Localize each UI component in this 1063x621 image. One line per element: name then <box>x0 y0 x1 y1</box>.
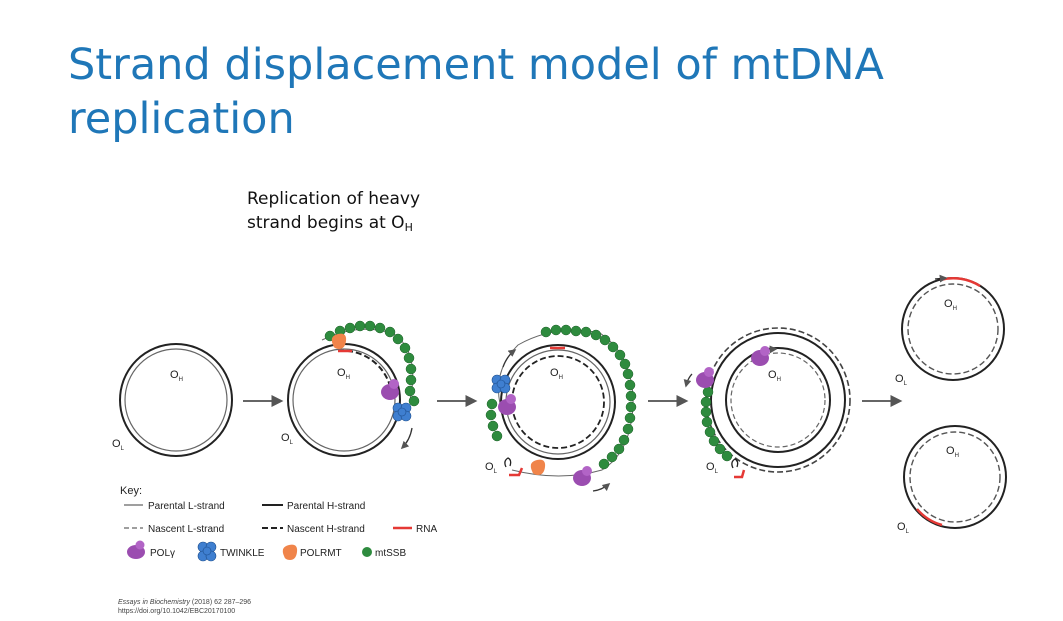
subtitle-line-2: strand begins at OH <box>247 211 420 240</box>
ol-stem-loop <box>731 458 739 469</box>
citation-details: (2018) 62 287–296 <box>189 599 252 606</box>
origin-l-label: OL <box>895 373 908 387</box>
parental-h-circle <box>119 343 233 457</box>
key-label-parental-l: Parental L-strand <box>148 501 225 512</box>
origin-h-label: OH <box>550 367 563 381</box>
mtssb-chain <box>485 324 637 470</box>
citation-doi: https://doi.org/10.1042/EBC20170100 <box>118 608 236 615</box>
nascent-h-strand <box>907 283 999 375</box>
key-label-nascent-h: Nascent H-strand <box>287 524 365 535</box>
nascent-h-outer <box>705 327 851 473</box>
key-swatch-polrmt <box>282 544 298 560</box>
origin-h-label: OH <box>170 369 183 383</box>
origin-h-label: OH <box>337 367 350 381</box>
parental-l-circle <box>292 348 396 452</box>
stage-4: OH OL <box>683 327 851 479</box>
parental-h-circle <box>500 344 616 460</box>
origin-h-label: OH <box>944 298 957 312</box>
origin-l-label: OL <box>485 461 498 475</box>
key-label-polg: POLγ <box>150 548 175 559</box>
citation-journal: Essays in Biochemistry <box>118 599 190 606</box>
stage-3: OH OL <box>485 324 637 492</box>
polg-lobe <box>389 379 399 389</box>
key-label-parental-h: Parental H-strand <box>287 501 365 512</box>
origin-h-label: OH <box>946 445 959 459</box>
stage-5-daughter-top: OH OL <box>895 274 1005 387</box>
mtssb-chain <box>700 386 733 462</box>
direction-arrow <box>683 373 693 388</box>
polg-lobe <box>760 346 770 356</box>
key-label-polrmt: POLRMT <box>300 548 342 559</box>
citation-source: Essays in Biochemistry (2018) 62 287–296 <box>118 598 251 607</box>
parental-h-circle <box>710 332 846 468</box>
slide-title-line-1: Strand displacement model of mtDNA <box>68 40 884 90</box>
direction-arrow <box>502 349 517 368</box>
direction-arrow <box>934 274 948 283</box>
key-swatch-twinkle <box>197 541 217 562</box>
key-heading: Key: <box>120 485 142 497</box>
rna-primer <box>509 467 524 477</box>
polg-lobe <box>582 466 592 476</box>
subtitle-line-2-text: strand begins at O <box>247 213 405 233</box>
stage-5-daughter-bottom: OH OL <box>897 425 1007 535</box>
subtitle-subscript: H <box>404 221 413 234</box>
slide-subtitle: Replication of heavy strand begins at OH <box>247 187 420 240</box>
twinkle-icon <box>392 402 412 422</box>
ol-stem-loop <box>504 457 512 468</box>
citation: Essays in Biochemistry (2018) 62 287–296… <box>118 598 251 616</box>
slide-title: Strand displacement model of mtDNA repli… <box>68 38 1028 146</box>
key-label-nascent-l: Nascent L-strand <box>148 524 224 535</box>
origin-l-label: OL <box>706 461 719 475</box>
twinkle-icon <box>491 374 511 394</box>
parental-l-circle <box>903 425 1007 529</box>
direction-arrow <box>400 427 413 450</box>
stage-2: OH OL <box>281 320 420 457</box>
rna-primer <box>916 508 943 527</box>
nascent-l-strand <box>730 352 826 448</box>
polrmt-icon <box>530 459 546 475</box>
direction-arrow <box>592 482 611 492</box>
parental-h-circle <box>901 277 1005 381</box>
origin-l-label: OL <box>897 521 910 535</box>
parental-l-circle <box>505 349 611 455</box>
diagram-key: Key: Parental L-strand Parental H-strand… <box>120 485 437 562</box>
key-swatch-mtssb <box>362 547 372 557</box>
parental-l-circle <box>124 348 228 452</box>
origin-h-label: OH <box>768 369 781 383</box>
parental-h-circle <box>287 343 401 457</box>
mtssb-chain <box>324 320 420 407</box>
polg-lobe <box>506 394 516 404</box>
polrmt-icon <box>331 333 347 349</box>
key-label-twinkle: TWINKLE <box>220 548 265 559</box>
key-label-rna: RNA <box>416 524 437 535</box>
rna-primer <box>734 469 746 479</box>
parental-l-inner <box>725 347 831 453</box>
polg-lobe <box>704 367 714 377</box>
stage-1: OH OL <box>112 343 233 457</box>
origin-l-label: OL <box>281 432 294 446</box>
slide-title-line-2: replication <box>68 94 295 144</box>
origin-l-label: OL <box>112 438 125 452</box>
nascent-l-strand <box>909 431 1001 523</box>
key-label-mtssb: mtSSB <box>375 548 406 559</box>
subtitle-line-1: Replication of heavy <box>247 189 421 209</box>
key-swatch-polg <box>127 540 145 559</box>
